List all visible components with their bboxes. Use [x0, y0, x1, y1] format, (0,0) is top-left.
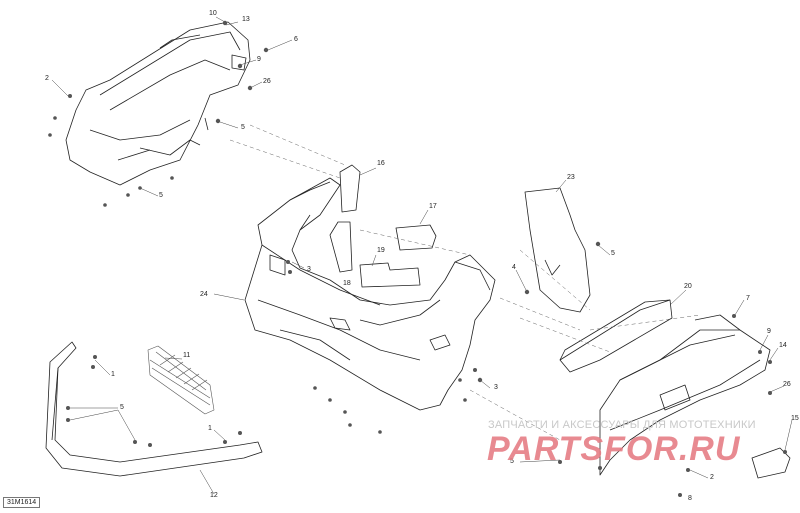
- bumper-bar: [45, 341, 263, 477]
- foam-pad-23: [524, 187, 591, 313]
- grille-mesh: [147, 345, 215, 415]
- diagram-id-label: 31M1614: [3, 497, 41, 508]
- callout-19: 19: [377, 247, 385, 254]
- assembly-lines: [229, 124, 701, 441]
- callout-5: 5: [510, 458, 514, 465]
- upper-inner-panel: [65, 21, 251, 186]
- watermark-text: ЗАПЧАСТИ И АКСЕССУАРЫ ДЛЯ МОТОТЕХНИКИ: [488, 419, 756, 431]
- callout-17: 17: [429, 203, 437, 210]
- callout-15: 15: [791, 415, 799, 422]
- callout-8: 8: [688, 495, 692, 502]
- callout-26: 26: [783, 381, 791, 388]
- foam-pad-17: [395, 224, 437, 251]
- callout-9: 9: [767, 328, 771, 335]
- callout-16: 16: [377, 160, 385, 167]
- callout-3: 3: [307, 266, 311, 273]
- callout-20: 20: [684, 283, 692, 290]
- bracket-15: [751, 447, 791, 479]
- foam-pad-20: [559, 299, 673, 373]
- callout-2: 2: [710, 474, 714, 481]
- callout-14: 14: [779, 342, 787, 349]
- front-fascia: [244, 177, 496, 411]
- callout-4: 4: [512, 264, 516, 271]
- callout-1: 1: [208, 425, 212, 432]
- foam-pad-19: [359, 262, 421, 288]
- callout-10: 10: [209, 10, 217, 17]
- callout-6: 6: [294, 36, 298, 43]
- callout-1: 1: [111, 371, 115, 378]
- fasteners: [48, 20, 787, 497]
- callout-5: 5: [241, 124, 245, 131]
- callout-23: 23: [567, 174, 575, 181]
- lower-skid-plate: [599, 314, 771, 476]
- callout-26: 26: [263, 78, 271, 85]
- foam-pad-16: [339, 164, 361, 213]
- callout-11: 11: [183, 352, 191, 359]
- callout-5: 5: [611, 250, 615, 257]
- callout-3: 3: [494, 384, 498, 391]
- callout-24: 24: [200, 291, 208, 298]
- callout-12: 12: [210, 492, 218, 499]
- watermark-logo: PARTSFOR.RU: [487, 430, 741, 468]
- callout-9: 9: [257, 56, 261, 63]
- callout-5: 5: [159, 192, 163, 199]
- foam-pad-18: [329, 221, 353, 273]
- callout-2: 2: [45, 75, 49, 82]
- callout-7: 7: [746, 295, 750, 302]
- callout-5: 5: [120, 404, 124, 411]
- callout-13: 13: [242, 16, 250, 23]
- leader-lines: [51, 16, 793, 495]
- callout-18: 18: [343, 280, 351, 287]
